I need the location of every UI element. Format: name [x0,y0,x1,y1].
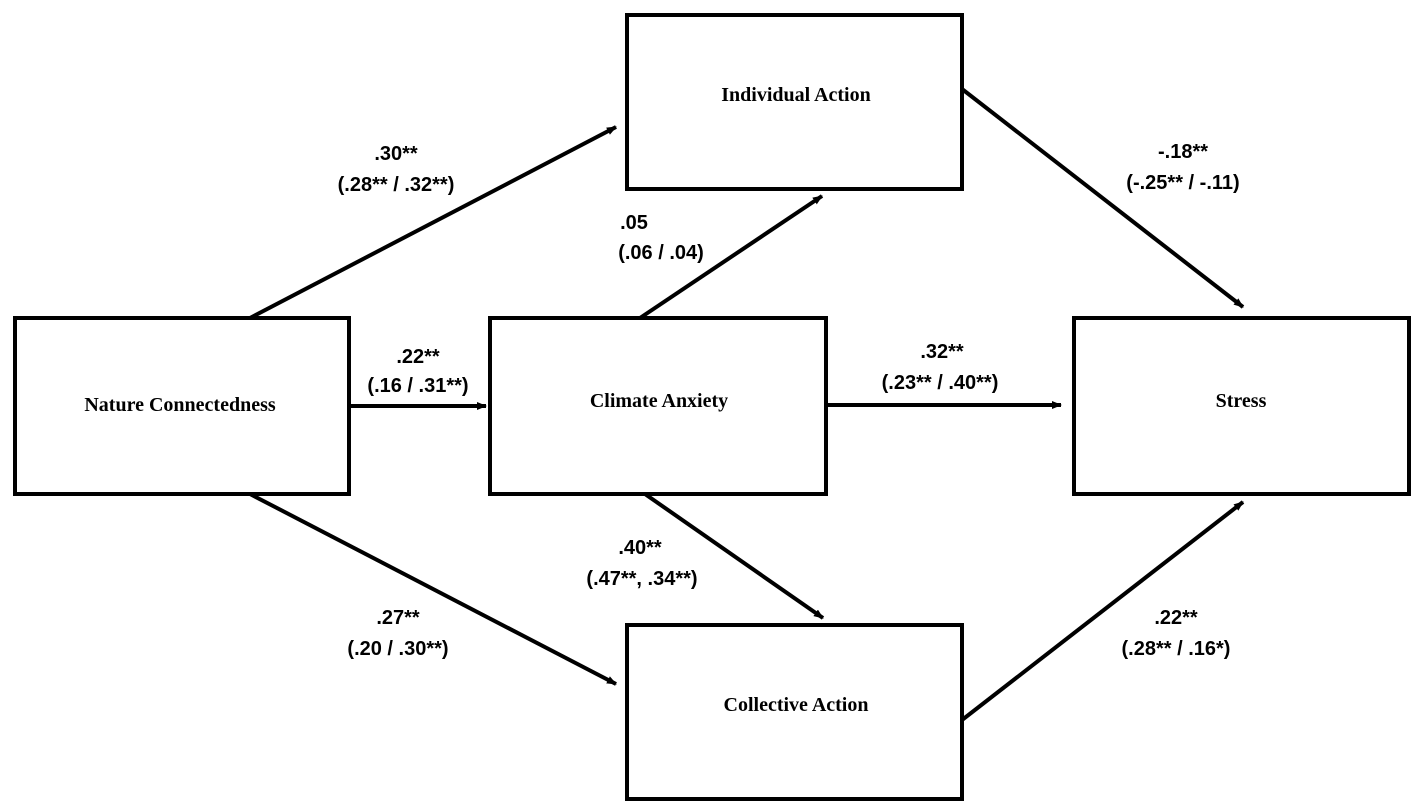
coef-groups-nc-to-collective-action: (.20 / .30**) [347,638,448,660]
arrow-individual-action-to-stress [960,87,1245,309]
node-label-stress: Stress [1216,390,1267,412]
coef-groups-ca-to-stress: (.23** / .40**) [882,372,999,394]
coef-nc-to-climate-anxiety: .22** [396,346,440,368]
coef-nc-to-collective-action: .27** [376,607,420,629]
node-stress: Stress [1072,316,1411,496]
node-label-nature-connectedness: Nature Connectedness [84,394,276,416]
coef-collective-action-to-stress: .22** [1154,607,1198,629]
coef-groups-nc-to-individual-action: (.28** / .32**) [338,174,455,196]
node-individual-action: Individual Action [625,13,964,191]
node-label-collective-action: Collective Action [724,694,869,716]
coef-nc-to-individual-action: .30** [374,143,418,165]
coef-groups-ca-to-individual-action: (.06 / .04) [618,242,704,264]
node-climate-anxiety: Climate Anxiety [488,316,828,496]
arrow-ca-to-collective-action [643,492,825,620]
node-label-climate-anxiety: Climate Anxiety [590,390,728,412]
coef-ca-to-stress: .32** [920,341,964,363]
node-nature-connectedness: Nature Connectedness [13,316,351,496]
arrow-collective-action-to-stress [960,500,1245,722]
node-label-individual-action: Individual Action [721,84,871,106]
coef-ca-to-individual-action: .05 [620,212,648,234]
coef-groups-ca-to-collective-action: (.47**, .34**) [586,568,697,590]
coef-ca-to-collective-action: .40** [618,537,662,559]
arrow-nc-to-collective-action [249,492,617,686]
arrow-ca-to-individual-action [638,194,824,320]
coef-groups-nc-to-climate-anxiety: (.16 / .31**) [367,375,468,397]
node-collective-action: Collective Action [625,623,964,801]
coef-individual-action-to-stress: -.18** [1158,141,1208,163]
coef-groups-collective-action-to-stress: (.28** / .16*) [1122,638,1231,660]
arrow-nc-to-individual-action [249,125,617,320]
coef-groups-individual-action-to-stress: (-.25** / -.11) [1126,172,1239,194]
